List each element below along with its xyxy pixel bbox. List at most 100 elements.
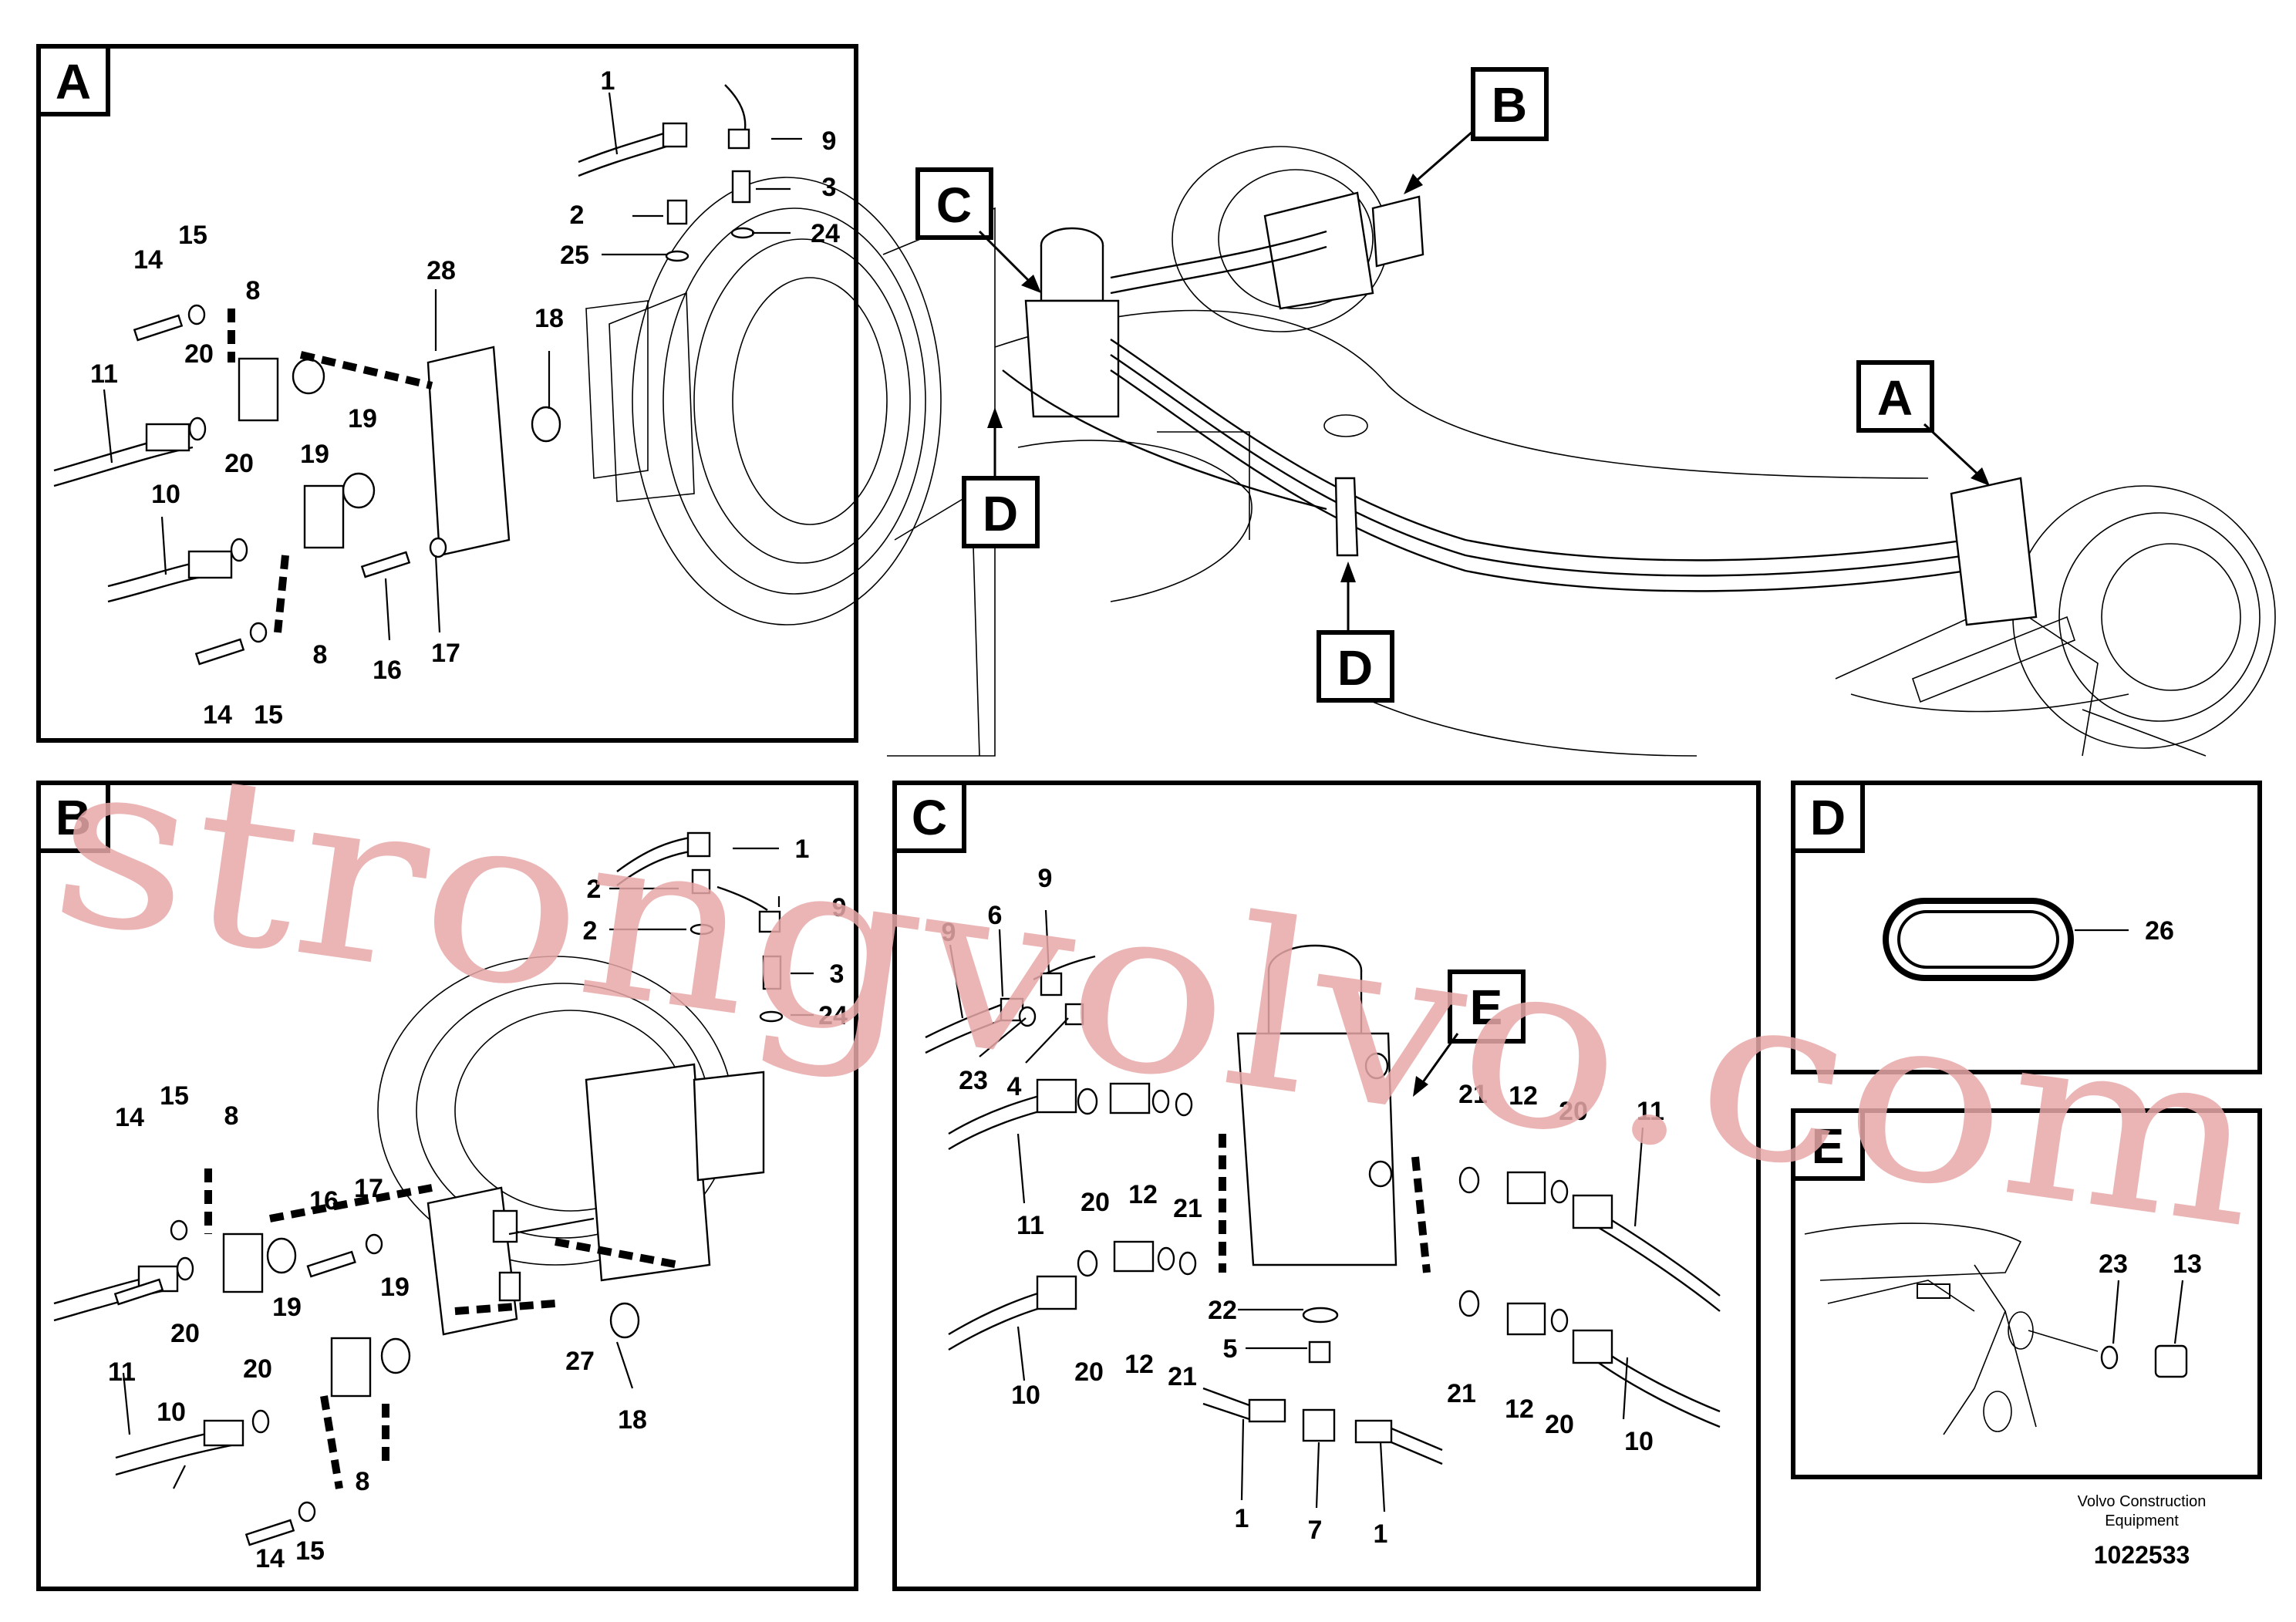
- overview-drawing: B C A D D: [882, 67, 2276, 757]
- flange-8-lower: [303, 484, 345, 549]
- panel-c-label-12-left-top: 12: [1128, 1180, 1158, 1209]
- panel-a-label-20-bottom: 20: [224, 449, 254, 478]
- panel-a-label-15-bottom: 15: [254, 700, 283, 730]
- callout-c-box: [915, 167, 993, 240]
- panel-c-label-1-right: 1: [1374, 1519, 1388, 1549]
- panel-a: A: [36, 44, 942, 743]
- panel-d: D 26: [1791, 781, 2262, 1074]
- panel-c-label-12-left-bottom: 12: [1124, 1350, 1154, 1379]
- callout-d-left-box: [962, 476, 1040, 548]
- panel-c-label-9-left: 9: [942, 918, 956, 947]
- panel-e-letter: E: [1812, 1118, 1845, 1174]
- panel-a-label-18: 18: [534, 304, 564, 333]
- panel-c-label-10-left: 10: [1011, 1381, 1040, 1410]
- panel-d-letter: D: [1810, 790, 1846, 845]
- panel-c-label-6: 6: [988, 901, 1003, 930]
- panel-c-label-11-left: 11: [1017, 1211, 1044, 1240]
- callout-c-letter: C: [936, 177, 972, 233]
- callout-d-right-letter: D: [1337, 640, 1373, 696]
- callout-d-right-box: [1317, 630, 1394, 703]
- panel-b: B: [36, 781, 858, 1591]
- panel-c-label-20-right-top: 20: [1559, 1097, 1588, 1126]
- panel-b-label-15-bottom: 15: [295, 1536, 325, 1566]
- panel-a-label-3: 3: [822, 173, 837, 202]
- panel-c-label-21-right-top: 21: [1458, 1080, 1488, 1109]
- panel-c-label-10-right: 10: [1624, 1427, 1654, 1456]
- panel-b-label-9: 9: [832, 893, 847, 922]
- panel-c-letter: C: [912, 790, 947, 845]
- panel-a-label-1: 1: [601, 66, 615, 96]
- callout-a-box: [1856, 360, 1934, 433]
- clamp-26: [1883, 898, 2074, 981]
- panel-c-label-5: 5: [1223, 1334, 1238, 1364]
- vendor-line-2: Equipment: [2105, 1512, 2179, 1529]
- panel-b-label-2: 2: [587, 875, 602, 904]
- panel-c-label-23: 23: [959, 1066, 988, 1095]
- panel-c-label-12-right-top: 12: [1509, 1081, 1538, 1111]
- panel-c-label-4: 4: [1007, 1072, 1022, 1101]
- panel-a-label-2: 2: [570, 201, 585, 230]
- panel-b-label-2b: 2: [583, 916, 598, 946]
- panel-a-label-24: 24: [811, 219, 840, 248]
- panel-b-label-27: 27: [565, 1347, 595, 1376]
- panel-a-label-28: 28: [426, 256, 456, 285]
- panel-d-label-26: 26: [2145, 916, 2174, 946]
- panel-c-label-22: 22: [1208, 1296, 1237, 1325]
- panel-a-label-25: 25: [560, 241, 589, 270]
- panel-c-label-11-right: 11: [1637, 1097, 1664, 1126]
- panel-b-label-11: 11: [108, 1357, 136, 1387]
- panel-b-label-17: 17: [354, 1174, 383, 1203]
- panel-e-label-23: 23: [2099, 1249, 2128, 1279]
- panel-e-frame: [1791, 1108, 2262, 1479]
- panel-b-label-20-top: 20: [170, 1319, 200, 1348]
- flange-8-upper: [238, 357, 279, 422]
- panel-c-label-1-left: 1: [1235, 1504, 1249, 1533]
- panel-c-label-7: 7: [1308, 1516, 1323, 1545]
- panel-c-label-21-left-top: 21: [1173, 1194, 1202, 1223]
- valve-block-28: [426, 346, 511, 557]
- panel-b-label-24: 24: [818, 1001, 848, 1030]
- panel-b-label-20-bottom: 20: [243, 1354, 272, 1384]
- panel-a-label-8-bottom: 8: [313, 640, 328, 669]
- panel-b-label-15: 15: [160, 1081, 189, 1111]
- travel-motor-a: [585, 177, 942, 626]
- panel-a-label-15: 15: [178, 221, 207, 250]
- valve-block-27: [426, 1186, 518, 1336]
- panel-b-label-19-left: 19: [272, 1293, 302, 1322]
- callout-e-box: [1448, 969, 1526, 1044]
- panel-a-label-19-right: 19: [348, 404, 377, 433]
- panel-b-tag: [36, 781, 110, 853]
- panel-b-label-8-top: 8: [224, 1101, 239, 1131]
- panel-b-label-1: 1: [795, 835, 810, 864]
- panel-c-label-20-right-bottom: 20: [1545, 1410, 1574, 1439]
- panel-b-label-19-right: 19: [380, 1273, 410, 1302]
- panel-c-label-9-right: 9: [1038, 864, 1053, 893]
- callout-e-letter: E: [1470, 980, 1503, 1035]
- panel-b-label-10: 10: [157, 1398, 186, 1427]
- panel-b-label-3: 3: [830, 959, 845, 989]
- panel-a-label-14-bottom: 14: [203, 700, 232, 730]
- panel-b-label-14-bottom: 14: [255, 1544, 285, 1573]
- panel-e-tag: [1791, 1108, 1865, 1181]
- panel-c: C: [892, 781, 1761, 1591]
- panel-e-label-13: 13: [2173, 1249, 2202, 1279]
- panel-a-label-17: 17: [431, 639, 460, 668]
- panel-b-frame: [36, 781, 858, 1591]
- panel-c-frame: [892, 781, 1761, 1591]
- panel-a-frame: [36, 44, 858, 743]
- panel-b-letter: B: [56, 790, 91, 845]
- panel-b-label-14: 14: [115, 1103, 144, 1132]
- callout-d-left-letter: D: [983, 486, 1018, 541]
- panel-a-letter: A: [56, 54, 91, 110]
- panel-e: E 23 13: [1791, 1108, 2262, 1479]
- callout-b-letter: B: [1492, 77, 1527, 133]
- drawing-number: 1022533: [2094, 1541, 2190, 1569]
- panel-a-label-11: 11: [90, 359, 118, 389]
- panel-c-label-20-left-top: 20: [1081, 1188, 1110, 1217]
- swivel-joint: [1236, 944, 1397, 1266]
- panel-b-label-8-bottom: 8: [356, 1467, 370, 1496]
- panel-c-label-12-right-bottom: 12: [1505, 1394, 1534, 1424]
- callout-a-letter: A: [1877, 370, 1913, 426]
- panel-a-label-19-left: 19: [300, 440, 329, 469]
